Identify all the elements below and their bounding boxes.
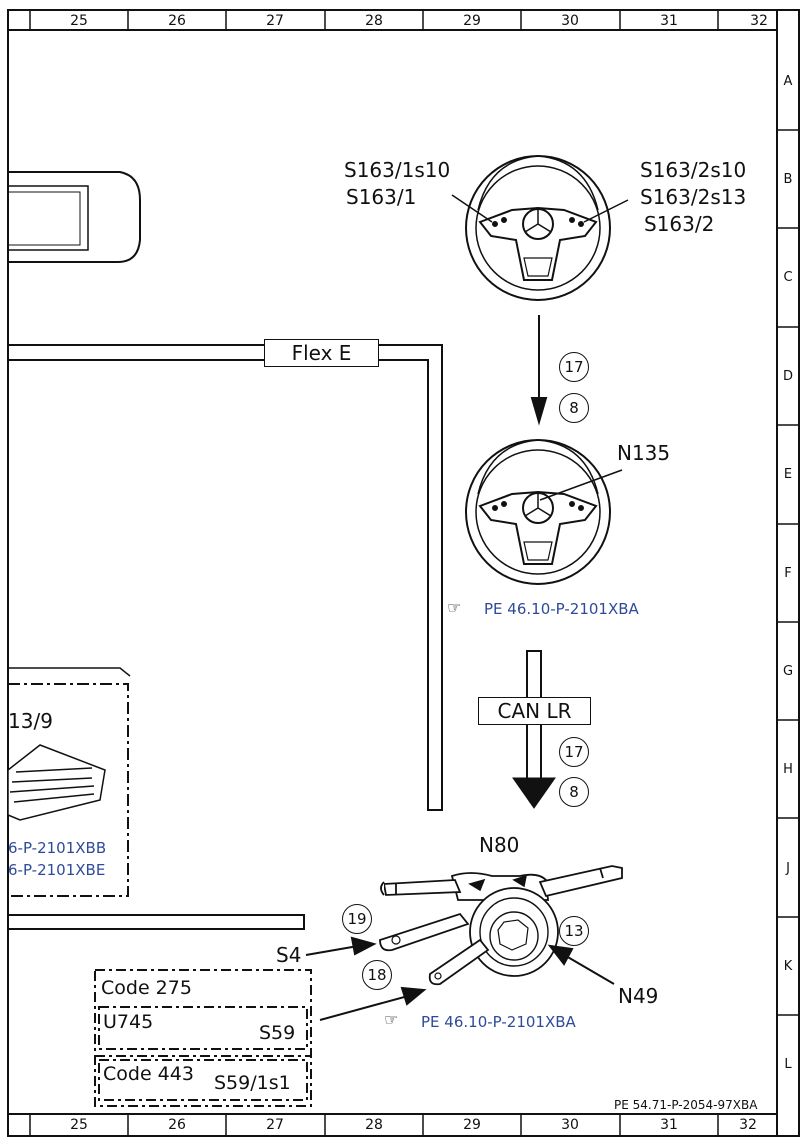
column-footer: 25 bbox=[70, 1117, 88, 1133]
row-label: E bbox=[783, 467, 793, 482]
code-275-label: Code 275 bbox=[101, 977, 192, 999]
steering-wheel-icon bbox=[465, 155, 611, 301]
label-n49: N49 bbox=[618, 984, 659, 1008]
pointing-hand-icon: ☞ bbox=[447, 598, 462, 617]
label-s163-1s10: S163/1s10 bbox=[344, 158, 451, 182]
control-unit-group-box bbox=[8, 683, 129, 897]
label-s163-1: S163/1 bbox=[346, 185, 417, 209]
row-label: B bbox=[783, 172, 793, 187]
column-header: 27 bbox=[266, 13, 284, 29]
steering-wheel-icon bbox=[465, 439, 611, 585]
label-n135: N135 bbox=[617, 441, 671, 465]
row-label: D bbox=[782, 369, 793, 384]
s59-label: S59 bbox=[259, 1022, 296, 1044]
column-header: 28 bbox=[365, 13, 383, 29]
circled-number: 19 bbox=[342, 904, 372, 934]
circled-number: 18 bbox=[362, 960, 392, 990]
row-label: C bbox=[783, 270, 793, 285]
s59-1s1-label: S59/1s1 bbox=[214, 1072, 291, 1094]
column-footer: 31 bbox=[660, 1117, 678, 1133]
circled-number: 17 bbox=[559, 737, 589, 767]
bus-bar-lower bbox=[7, 914, 305, 930]
column-footer: 28 bbox=[365, 1117, 383, 1133]
reference-link-left-2[interactable]: 6-P-2101XBE bbox=[8, 861, 106, 879]
label-s163-2s10: S163/2s10 bbox=[640, 158, 747, 182]
control-unit-icon bbox=[7, 744, 106, 821]
arrow-down bbox=[530, 315, 548, 426]
code-box-outline bbox=[94, 969, 312, 1107]
row-label: L bbox=[784, 1057, 792, 1072]
document-id: PE 54.71-P-2054-97XBA bbox=[614, 1098, 758, 1112]
s59-arrow bbox=[319, 986, 427, 1021]
u745-label: U745 bbox=[103, 1011, 154, 1033]
column-footer: 27 bbox=[266, 1117, 284, 1133]
column-header: 29 bbox=[463, 13, 481, 29]
circled-number: 8 bbox=[559, 777, 589, 807]
column-header: 31 bbox=[660, 13, 678, 29]
label-s4: S4 bbox=[276, 943, 302, 967]
column-header: 32 bbox=[750, 13, 768, 29]
reference-link-n80[interactable]: PE 46.10-P-2101XBA bbox=[421, 1013, 576, 1031]
column-header: 26 bbox=[168, 13, 186, 29]
column-footer: 32 bbox=[739, 1117, 757, 1133]
column-footer: 29 bbox=[463, 1117, 481, 1133]
can-lr-bus-label: CAN LR bbox=[478, 697, 591, 725]
reference-link-n135[interactable]: PE 46.10-P-2101XBA bbox=[484, 600, 639, 618]
circled-number: 13 bbox=[559, 916, 589, 946]
n49-arrow bbox=[547, 944, 615, 985]
row-label: F bbox=[784, 566, 792, 581]
column-footer: 26 bbox=[168, 1117, 186, 1133]
column-header: 25 bbox=[70, 13, 88, 29]
flex-e-bus-label: Flex E bbox=[264, 339, 379, 367]
column-footer: 30 bbox=[561, 1117, 579, 1133]
row-label: K bbox=[783, 959, 793, 974]
column-header: 30 bbox=[561, 13, 579, 29]
row-label: A bbox=[783, 74, 793, 89]
label-n80: N80 bbox=[479, 833, 520, 857]
combination-switch-icon bbox=[379, 865, 623, 986]
circled-number: 8 bbox=[559, 393, 589, 423]
s4-arrow bbox=[305, 936, 377, 956]
instrument-cluster-icon bbox=[8, 171, 141, 263]
code-443-label: Code 443 bbox=[103, 1063, 194, 1085]
row-label: G bbox=[782, 664, 794, 679]
reference-link-left-1[interactable]: 6-P-2101XBB bbox=[8, 839, 107, 857]
label-partial-unit: 13/9 bbox=[8, 709, 53, 733]
row-label: H bbox=[783, 762, 793, 777]
label-s163-2s13: S163/2s13 bbox=[640, 185, 747, 209]
pointing-hand-icon: ☞ bbox=[384, 1010, 399, 1029]
circled-number: 17 bbox=[559, 352, 589, 382]
label-s163-2: S163/2 bbox=[644, 212, 715, 236]
flex-e-bus-line bbox=[8, 344, 443, 811]
row-label: J bbox=[786, 861, 790, 876]
